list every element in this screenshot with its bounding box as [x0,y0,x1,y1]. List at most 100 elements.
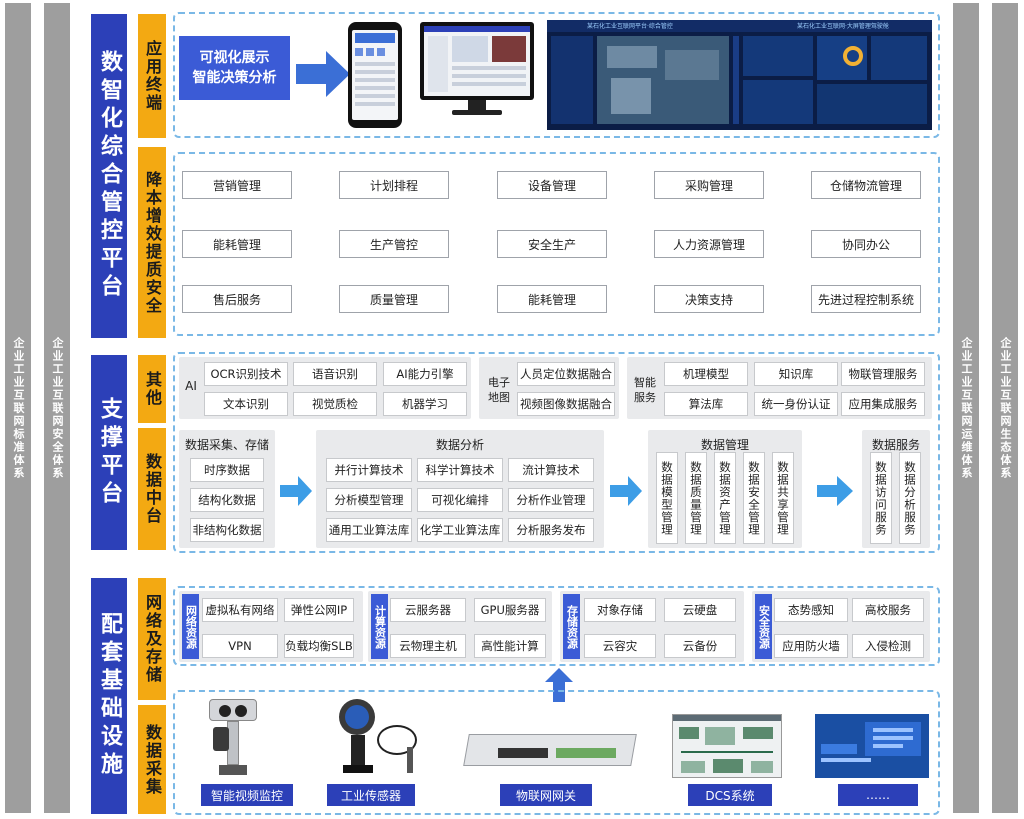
app-terminal-panel [173,12,940,138]
data-management-item[interactable]: 数据质量管理 [685,452,707,544]
network-resource-item[interactable]: 负载均衡SLB [284,634,354,658]
sub-data-middle: 数据中台 [138,428,166,550]
device-panel [173,690,940,815]
compute-resource-item[interactable]: 高性能计算 [474,634,546,658]
smart-service-label-line2: 服务 [634,391,656,404]
business-module-item[interactable]: 协同办公 [811,230,921,258]
smart-service-item[interactable]: 物联管理服务 [841,362,925,386]
data-analysis-item[interactable]: 分析作业管理 [508,488,594,512]
section-control-platform: 数智化综合管控平台 [91,14,127,338]
smart-service-item[interactable]: 算法库 [664,392,748,416]
dcs-screen-image [672,714,782,778]
map-fusion-item[interactable]: 视频图像数据融合 [517,392,615,416]
sub-network-storage: 网络及存储 [138,578,166,700]
network-resource-item[interactable]: 虚拟私有网络 [202,598,278,622]
security-resource-item[interactable]: 高校服务 [852,598,924,622]
data-collect-item[interactable]: 结构化数据 [190,488,264,512]
arrow-up-icon [545,668,573,702]
security-system-bar: 企业工业互联网安全体系 [44,3,70,813]
arrow-right-icon [817,476,853,506]
compute-resource-label: 计算资源 [371,594,388,659]
storage-resource-item[interactable]: 对象存储 [584,598,656,622]
data-analysis-item[interactable]: 分析服务发布 [508,518,594,542]
data-analysis-item[interactable]: 流计算技术 [508,458,594,482]
ai-capability-item[interactable]: 视觉质检 [293,392,377,416]
business-module-item[interactable]: 决策支持 [654,285,764,313]
storage-resource-item[interactable]: 云硬盘 [664,598,736,622]
industrial-sensor-image [327,695,427,779]
ops-system-bar: 企业工业互联网运维体系 [953,3,979,813]
data-analysis-item[interactable]: 可视化编排 [417,488,503,512]
business-module-item[interactable]: 能耗管理 [497,285,607,313]
map-fusion-item[interactable]: 人员定位数据融合 [517,362,615,386]
terminal-title-line1: 可视化展示 [199,50,270,66]
security-resource-item[interactable]: 态势感知 [774,598,848,622]
data-management-item[interactable]: 数据模型管理 [656,452,678,544]
monitor-mockup [420,22,534,100]
ai-capability-item[interactable]: OCR识别技术 [204,362,288,386]
dashboard-screen: 某石化工业互联网平台·综合管控 某石化工业互联网·大屏管理驾驶舱 [547,20,932,130]
ai-capability-item[interactable]: 语音识别 [293,362,377,386]
data-service-item[interactable]: 数据访问服务 [870,452,892,544]
compute-resource-item[interactable]: 云服务器 [390,598,466,622]
security-resource-label: 安全资源 [755,594,772,659]
ai-capability-item[interactable]: 文本识别 [204,392,288,416]
device-label[interactable]: …… [838,784,918,806]
business-module-item[interactable]: 计划排程 [339,171,449,199]
device-label[interactable]: 智能视频监控 [201,784,293,806]
data-analysis-item[interactable]: 通用工业算法库 [326,518,412,542]
device-label[interactable]: 工业传感器 [327,784,415,806]
business-module-item[interactable]: 先进过程控制系统 [811,285,921,313]
storage-resource-item[interactable]: 云容灾 [584,634,656,658]
data-analysis-item[interactable]: 分析模型管理 [326,488,412,512]
section-infrastructure: 配套基础设施 [91,578,127,814]
device-label[interactable]: 物联网网关 [500,784,592,806]
screen-title-left: 某石化工业互联网平台·综合管控 [587,23,673,30]
business-module-item[interactable]: 生产管控 [339,230,449,258]
compute-resource-item[interactable]: 云物理主机 [390,634,466,658]
smart-service-item[interactable]: 统一身份认证 [754,392,838,416]
scada-screen-image [815,714,929,778]
screen-title-right: 某石化工业互联网·大屏管理驾驶舱 [797,23,889,30]
section-infrastructure-label: 配套基础设施 [97,612,122,780]
arrow-right-icon [280,476,312,506]
business-module-item[interactable]: 采购管理 [654,171,764,199]
device-label[interactable]: DCS系统 [688,784,772,806]
network-resource-item[interactable]: 弹性公网IP [284,598,354,622]
smart-service-item[interactable]: 应用集成服务 [841,392,925,416]
data-analysis-item[interactable]: 化学工业算法库 [417,518,503,542]
business-module-item[interactable]: 能耗管理 [182,230,292,258]
smart-service-item[interactable]: 机理模型 [664,362,748,386]
business-module-item[interactable]: 售后服务 [182,285,292,313]
data-management-item[interactable]: 数据资产管理 [714,452,736,544]
compute-resource-item[interactable]: GPU服务器 [474,598,546,622]
terminal-title-line2: 智能决策分析 [192,70,277,86]
map-label-line2: 地图 [488,391,510,404]
ai-capability-item[interactable]: AI能力引擎 [383,362,467,386]
data-management-item[interactable]: 数据安全管理 [743,452,765,544]
data-management-item[interactable]: 数据共享管理 [772,452,794,544]
security-system-label: 企业工业互联网安全体系 [51,336,64,480]
sub-data-collection: 数据采集 [138,705,166,814]
business-module-item[interactable]: 安全生产 [497,230,607,258]
business-module-item[interactable]: 仓储物流管理 [811,171,921,199]
data-analysis-item[interactable]: 科学计算技术 [417,458,503,482]
map-label-line1: 电子 [488,376,510,389]
business-module-item[interactable]: 质量管理 [339,285,449,313]
network-resource-item[interactable]: VPN [202,634,278,658]
security-resource-item[interactable]: 入侵检测 [852,634,924,658]
data-collect-item[interactable]: 非结构化数据 [190,518,264,542]
business-module-item[interactable]: 人力资源管理 [654,230,764,258]
business-module-item[interactable]: 设备管理 [497,171,607,199]
data-collect-item[interactable]: 时序数据 [190,458,264,482]
smart-service-item[interactable]: 知识库 [754,362,838,386]
security-resource-item[interactable]: 应用防火墙 [774,634,848,658]
data-service-item[interactable]: 数据分析服务 [899,452,921,544]
data-analysis-item[interactable]: 并行计算技术 [326,458,412,482]
arrow-right-icon [296,51,350,97]
ai-capability-item[interactable]: 机器学习 [383,392,467,416]
sub-network-storage-label: 网络及存储 [143,594,162,684]
storage-resource-item[interactable]: 云备份 [664,634,736,658]
ecosystem-label: 企业工业互联网生态体系 [999,336,1012,480]
business-module-item[interactable]: 营销管理 [182,171,292,199]
